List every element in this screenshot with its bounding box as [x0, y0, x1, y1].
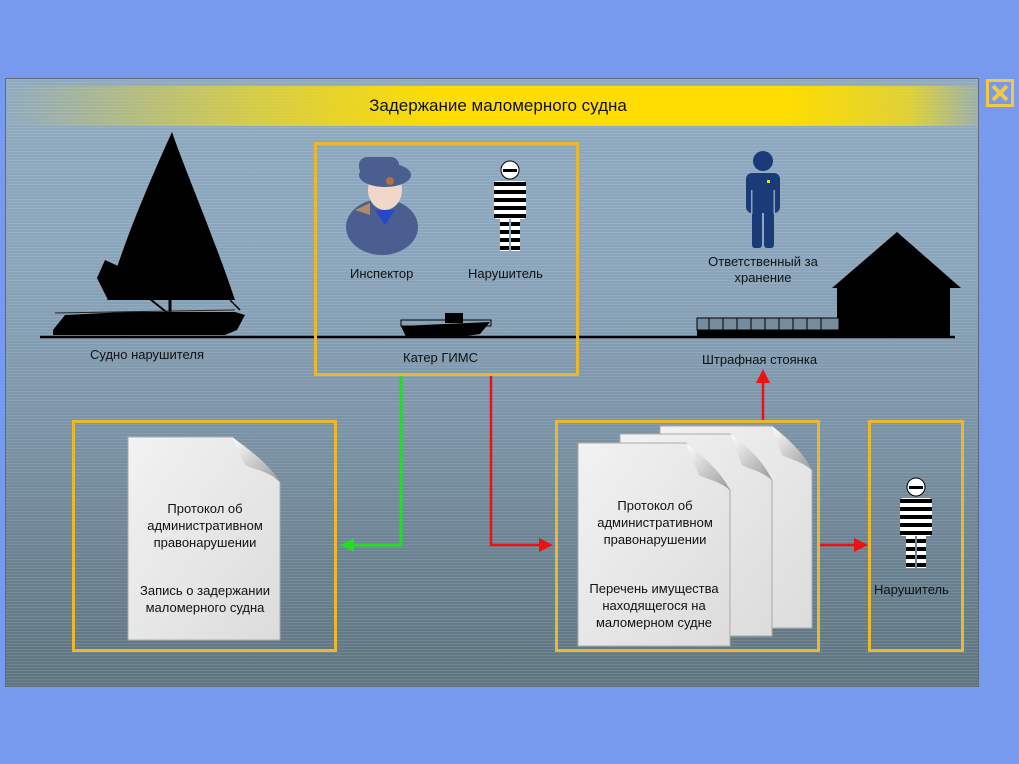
- violator-label: Нарушитель: [468, 266, 543, 281]
- gims-boat-icon: [400, 313, 492, 337]
- inspector-label: Инспектор: [350, 266, 414, 281]
- left-documents-frame[interactable]: [72, 420, 337, 652]
- violator-icon: [494, 160, 526, 251]
- sailboat-icon: [53, 132, 245, 335]
- custodian-label: Ответственный за хранение: [708, 254, 818, 285]
- left-protocol-text: Протокол об административном правонаруше…: [147, 501, 263, 550]
- violator-vessel-label: Судно нарушителя: [90, 347, 204, 362]
- gims-boat-frame[interactable]: [314, 142, 579, 376]
- penalty-parking-icon: [696, 232, 961, 338]
- left-record-text: Запись о задержании маломерного судна: [140, 583, 270, 615]
- right-documents-frame[interactable]: [555, 420, 820, 652]
- violator-box-label: Нарушитель: [874, 582, 949, 597]
- close-button[interactable]: [986, 79, 1014, 107]
- inspector-icon: [346, 157, 418, 255]
- gims-boat-label: Катер ГИМС: [403, 350, 478, 365]
- custodian-icon: [746, 151, 780, 248]
- diagram-title: Задержание маломерного судна: [369, 96, 627, 115]
- close-icon: [991, 84, 1009, 102]
- violator-frame[interactable]: [868, 420, 964, 652]
- penalty-parking-label: Штрафная стоянка: [702, 352, 818, 367]
- title-bar: Задержание маломерного судна: [6, 86, 978, 126]
- violator-box-icon: [900, 477, 932, 568]
- right-inventory-text: Перечень имущества находящегося на малом…: [589, 581, 719, 630]
- right-protocol-text: Протокол об административном правонаруше…: [597, 498, 713, 547]
